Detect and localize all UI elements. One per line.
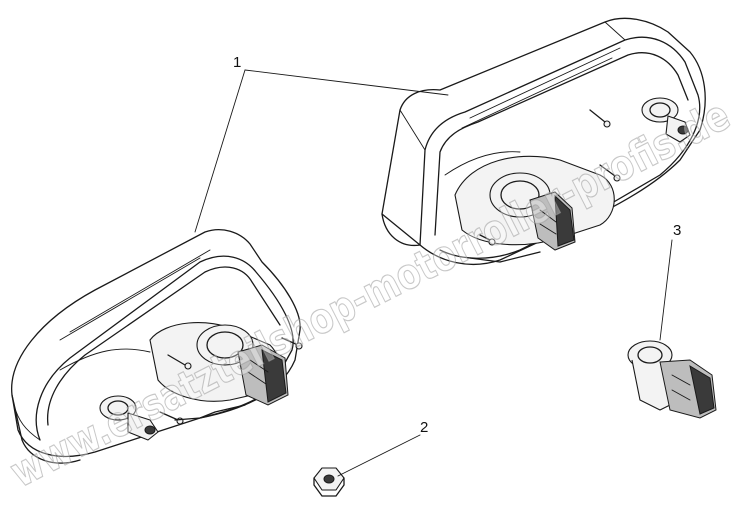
hex-nut bbox=[313, 467, 345, 497]
callout-label-1: 1 bbox=[233, 54, 241, 71]
bulb-socket bbox=[627, 340, 717, 419]
left-tail-light-housing bbox=[11, 229, 303, 464]
leader-lines bbox=[194, 69, 673, 477]
right-tail-light-housing bbox=[381, 17, 706, 266]
callout-label-3: 3 bbox=[673, 222, 681, 239]
callout-label-2: 2 bbox=[420, 419, 428, 436]
